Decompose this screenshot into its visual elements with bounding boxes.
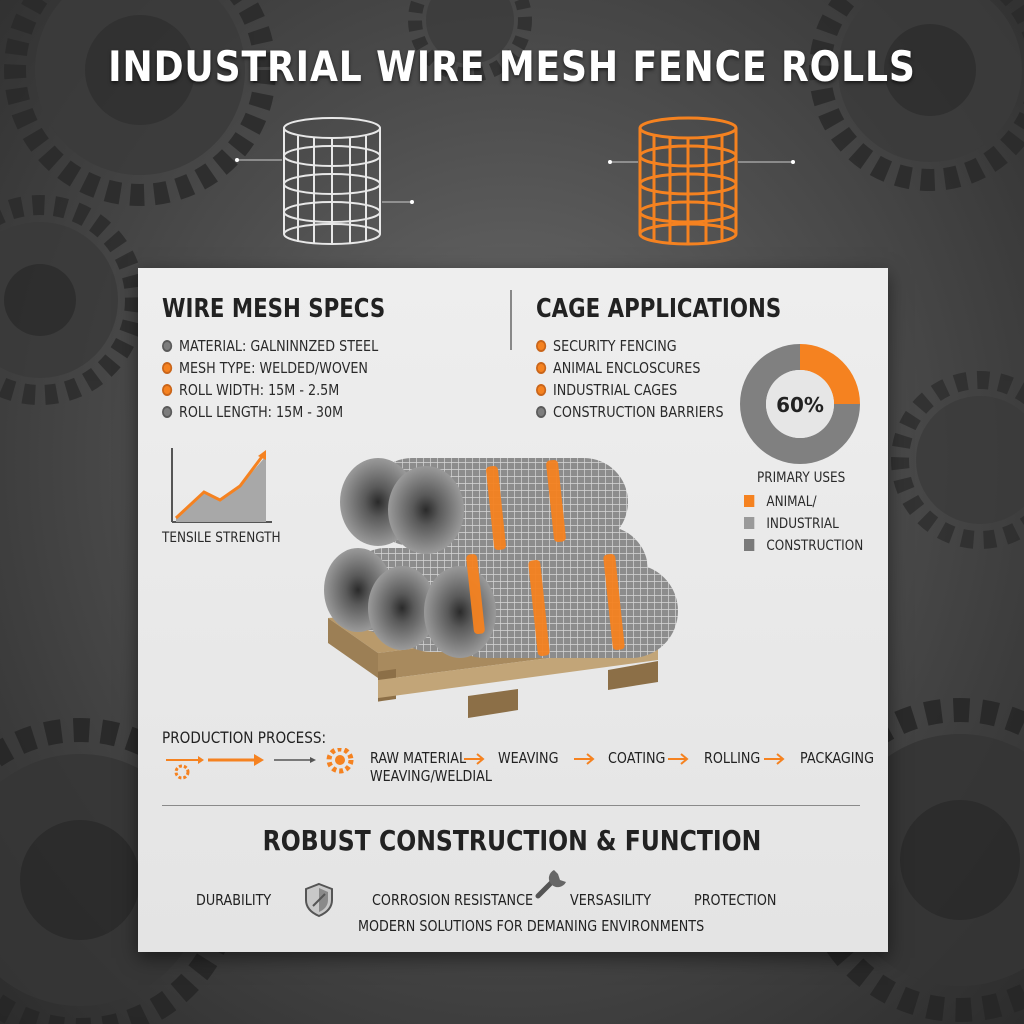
- footer-heading: ROBUST CONSTRUCTION & FUNCTION: [262, 824, 762, 857]
- process-step: RAW MATERIAL: [370, 749, 467, 767]
- section-divider: [162, 805, 860, 806]
- gear-icon: [809, 0, 1024, 191]
- donut-slice: [800, 344, 860, 404]
- application-item: INDUSTRIAL CAGES: [536, 381, 677, 399]
- gear-icon: [326, 748, 354, 774]
- donut-slice: [740, 344, 860, 464]
- feature-label: CORROSION RESISTANCE: [372, 891, 534, 909]
- shield-icon: [305, 882, 333, 918]
- spec-item: MESH TYPE: WELDED/WOVEN: [162, 359, 368, 377]
- application-item: SECURITY FENCING: [536, 337, 677, 355]
- gear-icon: [408, 0, 532, 82]
- wrench-icon: [535, 870, 566, 899]
- small-gear-icon: [174, 764, 190, 780]
- legend-item: CONSTRUCTION: [744, 538, 863, 554]
- process-heading: PRODUCTION PROCESS:: [162, 728, 327, 747]
- width-icon: [162, 384, 173, 396]
- mesh-rolls-on-pallet-image: [324, 458, 678, 718]
- legend-item: ANIMAL/: [744, 494, 817, 510]
- length-icon: [162, 406, 173, 418]
- legend-item: INDUSTRIAL: [744, 516, 839, 532]
- feature-label: DURABILITY: [196, 891, 272, 909]
- arrow-right-icon: [668, 753, 689, 765]
- tensile-strength-label: TENSILE STRENGTH: [162, 530, 281, 546]
- spec-item: MATERIAL: GALNINNZED STEEL: [162, 337, 378, 355]
- arrow-right-icon: [464, 753, 485, 765]
- gear-icon: [0, 195, 145, 405]
- donut-center-label: 60%: [776, 393, 824, 417]
- tensile-strength-chart-icon: [171, 448, 272, 523]
- section-divider: [510, 290, 512, 350]
- animal-icon: [536, 362, 547, 374]
- donut-hole: [766, 370, 834, 438]
- gear-icon: [891, 371, 1024, 549]
- process-step: ROLLING: [704, 749, 761, 767]
- mesh-icon: [162, 362, 173, 374]
- spec-item: ROLL LENGTH: 15M - 30M: [162, 403, 343, 421]
- page-title: INDUSTRIAL WIRE MESH FENCE ROLLS: [108, 42, 916, 91]
- process-sub: WEAVING/WELDIAL: [370, 767, 492, 785]
- arrow-right-icon: [764, 753, 785, 765]
- arrow-right-icon: [574, 753, 595, 765]
- process-flow-icons: [166, 748, 354, 780]
- process-step: COATING: [608, 749, 666, 767]
- factory-icon: [536, 384, 547, 396]
- security-icon: [536, 340, 547, 352]
- process-step: WEAVING: [498, 749, 559, 767]
- orange-wire-cage-icon: [608, 116, 795, 246]
- application-item: CONSTRUCTION BARRIERS: [536, 403, 724, 421]
- applications-heading: CAGE APPLICATIONS: [536, 294, 782, 324]
- feature-label: PROTECTION: [694, 891, 777, 909]
- white-wire-cage-icon: [235, 117, 414, 245]
- legend-swatch: [744, 495, 755, 507]
- application-item: ANIMAL ENCLOSCURES: [536, 359, 700, 377]
- primary-uses-donut-chart: 60%: [740, 344, 860, 464]
- legend-swatch: [744, 517, 755, 529]
- tagline: MODERN SOLUTIONS FOR DEMANING ENVIRONMEN…: [358, 917, 705, 935]
- specs-heading: WIRE MESH SPECS: [162, 294, 386, 324]
- gear-icon: [4, 0, 276, 206]
- barrier-icon: [536, 406, 547, 418]
- feature-label: VERSASILITY: [570, 891, 651, 909]
- legend-swatch: [744, 539, 755, 551]
- gear-icon: [162, 340, 173, 352]
- spec-item: ROLL WIDTH: 15M - 2.5M: [162, 381, 339, 399]
- donut-title: PRIMARY USES: [757, 470, 846, 486]
- process-step: PACKAGING: [800, 749, 874, 767]
